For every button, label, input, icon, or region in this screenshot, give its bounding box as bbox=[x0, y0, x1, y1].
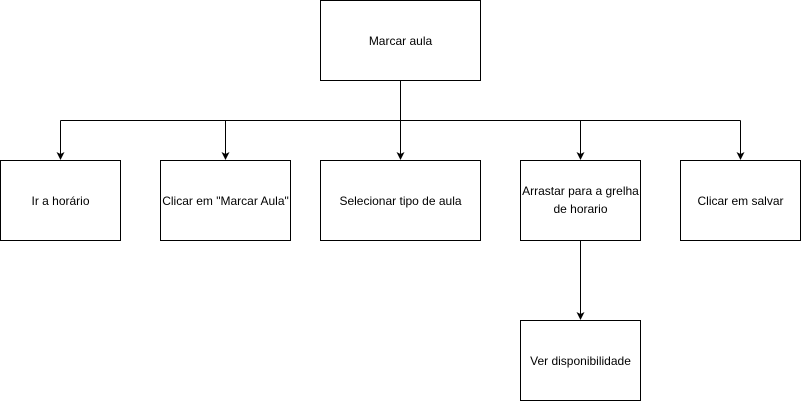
root-node[interactable]: Marcar aula bbox=[320, 0, 481, 81]
step-node-label: Selecionar tipo de aula bbox=[339, 193, 462, 208]
step-node-clicar-salvar[interactable]: Clicar em salvar bbox=[680, 160, 801, 241]
step-node-clicar-marcar-aula[interactable]: Clicar em "Marcar Aula" bbox=[160, 160, 291, 241]
step-node-selecionar-tipo[interactable]: Selecionar tipo de aula bbox=[320, 160, 481, 241]
sub-step-node-ver-disponibilidade[interactable]: Ver disponibilidade bbox=[520, 320, 641, 401]
step-node-label: Arrastar para a grelha de horario bbox=[522, 183, 639, 216]
step-node-ir-a-horario[interactable]: Ir a horário bbox=[0, 160, 121, 241]
step-node-label: Clicar em salvar bbox=[697, 193, 784, 208]
sub-step-node-label: Ver disponibilidade bbox=[530, 353, 631, 368]
step-node-label: Ir a horário bbox=[31, 193, 90, 208]
root-node-label: Marcar aula bbox=[368, 33, 433, 48]
step-node-label: Clicar em "Marcar Aula" bbox=[162, 193, 289, 208]
step-node-arrastar-grelha[interactable]: Arrastar para a grelha de horario bbox=[520, 160, 641, 241]
